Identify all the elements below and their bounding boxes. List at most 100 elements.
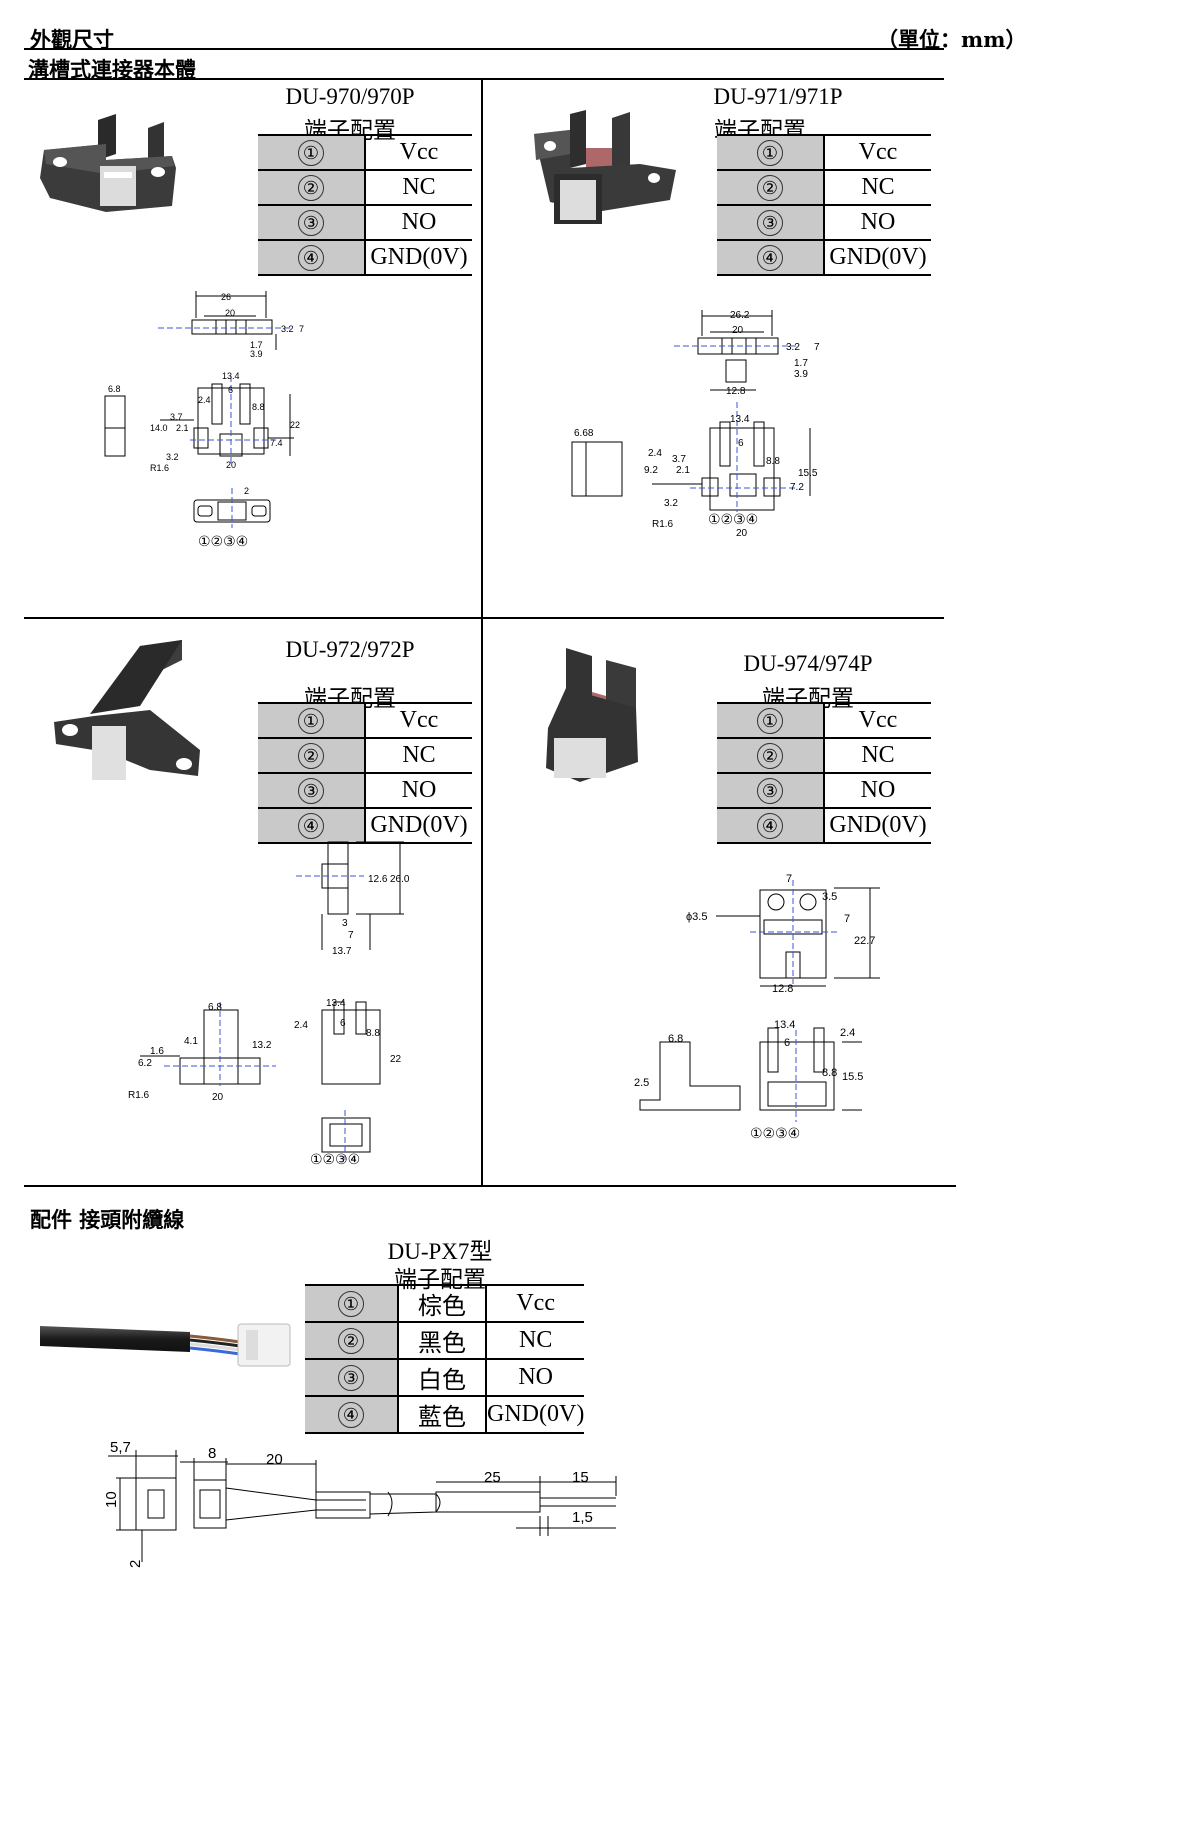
pin-number: ①: [757, 708, 783, 734]
svg-text:8.8: 8.8: [766, 456, 780, 467]
svg-text:20: 20: [225, 308, 235, 318]
svg-text:13.7: 13.7: [332, 946, 352, 957]
svg-text:1.6: 1.6: [150, 1046, 164, 1057]
pin-signal: NC: [365, 170, 472, 206]
pin-number: ③: [338, 1365, 364, 1391]
pin-signal: NC: [486, 1322, 585, 1360]
pin-signal: NC: [824, 170, 931, 206]
svg-text:7.2: 7.2: [790, 482, 804, 493]
svg-text:22.7: 22.7: [854, 935, 875, 947]
pin-number: ②: [757, 175, 783, 201]
svg-text:①②③④: ①②③④: [750, 1125, 800, 1141]
model-name: DU-PX7型: [387, 1239, 493, 1264]
model-name: DU-971/971P: [713, 84, 843, 109]
svg-text:15.5: 15.5: [798, 468, 818, 479]
svg-text:14.0: 14.0: [150, 423, 168, 433]
svg-text:12.8: 12.8: [772, 983, 793, 995]
svg-text:8.8: 8.8: [366, 1028, 380, 1039]
svg-text:15.5: 15.5: [842, 1071, 863, 1083]
svg-text:26.0: 26.0: [390, 874, 410, 885]
unit-label: （單位：mm）: [877, 27, 1027, 52]
svg-text:3.7: 3.7: [672, 454, 686, 465]
pin-signal: NC: [365, 738, 472, 774]
svg-text:22: 22: [390, 1054, 402, 1065]
svg-text:13.4: 13.4: [326, 998, 346, 1009]
pin-number: ④: [757, 245, 783, 271]
svg-text:3.2: 3.2: [664, 498, 678, 509]
svg-text:①②③④: ①②③④: [310, 1151, 360, 1167]
svg-text:R1.6: R1.6: [652, 519, 674, 530]
cable-drawing: 5,7 8 20 25 15 1,5 10 2: [103, 1439, 617, 1568]
svg-text:①②③④: ①②③④: [708, 511, 758, 527]
svg-text:5,7: 5,7: [110, 1439, 131, 1456]
svg-text:6: 6: [738, 438, 744, 449]
grid-divider-vertical: [481, 78, 483, 1186]
svg-text:7: 7: [844, 913, 850, 925]
model-name: DU-970/970P: [285, 84, 415, 109]
pin-number: ③: [757, 210, 783, 236]
wire-color: 藍色: [398, 1396, 487, 1434]
svg-text:3: 3: [342, 918, 348, 929]
svg-text:3.5: 3.5: [822, 891, 837, 903]
svg-text:26: 26: [221, 292, 231, 302]
product-photo: [534, 110, 676, 224]
pin-number: ④: [298, 245, 324, 271]
pin-signal: Vcc: [486, 1284, 585, 1323]
pin-signal: NO: [486, 1359, 585, 1397]
svg-text:2.4: 2.4: [198, 395, 211, 405]
grid-divider-bottom: [24, 1185, 956, 1187]
svg-text:10: 10: [103, 1491, 120, 1508]
divider: [24, 78, 944, 80]
pin-number: ①: [298, 140, 324, 166]
svg-text:13.2: 13.2: [252, 1040, 272, 1051]
svg-text:ϕ3.5: ϕ3.5: [686, 911, 707, 923]
svg-text:6.68: 6.68: [574, 428, 594, 439]
pin-number: ①: [298, 708, 324, 734]
svg-text:22: 22: [290, 420, 300, 430]
pin-signal: NO: [365, 205, 472, 241]
svg-text:20: 20: [736, 528, 748, 539]
svg-text:1.7: 1.7: [250, 340, 263, 350]
page-title: 外觀尺寸: [30, 27, 114, 52]
cable-photo: [40, 1323, 291, 1367]
wire-color: 白色: [398, 1359, 487, 1397]
svg-text:13.4: 13.4: [730, 414, 750, 425]
pin-number: ③: [298, 778, 324, 804]
svg-text:12.8: 12.8: [726, 386, 746, 397]
section-title: 溝槽式連接器本體: [28, 57, 196, 82]
pin-number: ②: [298, 743, 324, 769]
svg-text:6.8: 6.8: [668, 1033, 683, 1045]
svg-text:7: 7: [786, 873, 792, 885]
pin-signal: GND(0V): [824, 808, 931, 844]
svg-text:2: 2: [244, 486, 249, 496]
svg-text:20: 20: [212, 1092, 224, 1103]
svg-text:6.8: 6.8: [108, 384, 121, 394]
pin-number: ①: [338, 1291, 364, 1317]
svg-text:7: 7: [814, 342, 820, 353]
svg-text:20: 20: [732, 325, 744, 336]
svg-text:2.4: 2.4: [294, 1020, 308, 1031]
wire-color: 黑色: [398, 1322, 487, 1360]
pin-signal: Vcc: [824, 134, 931, 171]
svg-text:R1.6: R1.6: [128, 1090, 150, 1101]
svg-text:13.4: 13.4: [774, 1019, 795, 1031]
